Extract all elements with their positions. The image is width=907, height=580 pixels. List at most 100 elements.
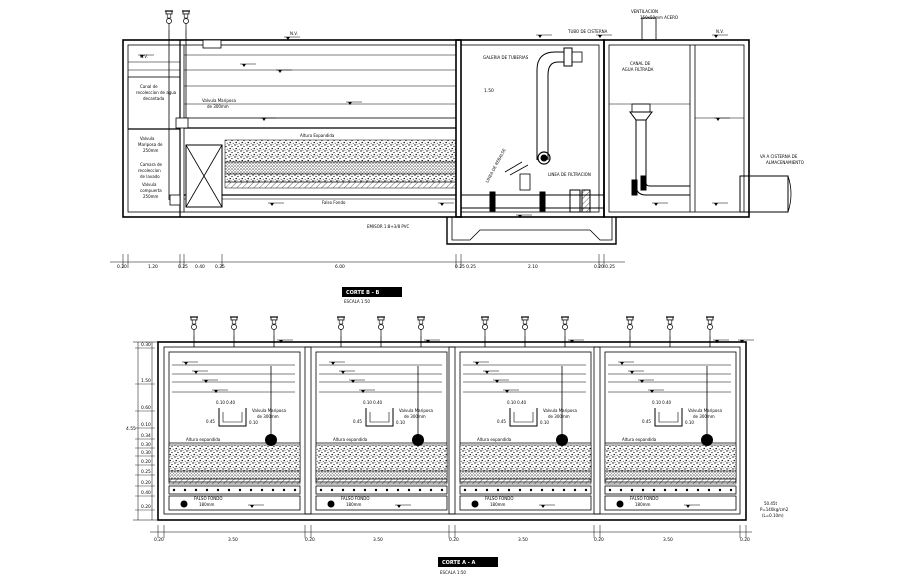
collection-trough-inner — [658, 412, 679, 423]
level-marker — [201, 379, 219, 384]
drain-pipe — [180, 500, 188, 508]
dim-045: 0.45 — [642, 419, 651, 424]
level-marker — [181, 361, 199, 366]
gallery-label: GALERIA DE TUBERIAS — [483, 55, 529, 60]
level-marker — [482, 370, 500, 375]
nozzle — [238, 488, 242, 492]
level-marker — [394, 504, 412, 509]
dim-top-7: 0.25 0.25 — [455, 264, 476, 270]
valve-label: Valvula Mariposa — [399, 408, 433, 413]
level-marker — [502, 389, 520, 394]
false-bottom-slab — [315, 485, 448, 495]
pressure-note: 50.45t P=140kg/cm2 (L=0.10m) — [737, 339, 789, 518]
nozzle — [385, 488, 389, 492]
filtered-canal-label-2: AGUA FILTRADA — [622, 67, 654, 72]
dim-045: 0.45 — [497, 419, 506, 424]
valve-3-label-c: 250mm — [143, 194, 159, 199]
level-marker — [191, 370, 209, 375]
false-bottom-label: FALSO FONDO — [630, 496, 659, 501]
section-a-title-text: CORTE A - A — [442, 560, 476, 566]
water-levels-top — [128, 54, 456, 105]
dim-top-9: 0.20 0.25 — [594, 264, 615, 270]
dim-gallery-h: 1.50 — [484, 88, 494, 94]
false-bottom-label: FALSO FONDO — [194, 496, 223, 501]
level-marker — [247, 504, 265, 509]
bottom-horizontal-dims — [150, 525, 752, 538]
false-bottom-slab — [604, 485, 737, 495]
pressure-label-2: P=140kg/cm2 — [760, 507, 789, 512]
chamber-label-2: recoleccion — [138, 168, 161, 173]
collection-trough-inner — [222, 412, 243, 423]
expanded-label: Altura expandida — [477, 437, 512, 442]
nozzle — [363, 488, 367, 492]
nozzle — [194, 488, 198, 492]
support-layer — [315, 478, 448, 485]
valve-1-label: Valvula Mariposa — [202, 98, 236, 103]
dim-top-2: 1.20 — [148, 264, 158, 270]
horizontal-dim-value: 3.50 — [373, 537, 383, 543]
vertical-dim-value: 0.10 — [141, 422, 151, 428]
level-marker — [647, 389, 665, 394]
false-bottom-slab — [168, 485, 301, 495]
valve-handwheel — [560, 316, 570, 337]
top-dimension-values: 0.20 1.20 0.25 0.40 0.25 6.00 0.25 0.25 … — [117, 88, 615, 270]
level-marker — [211, 389, 229, 394]
nozzle — [407, 488, 411, 492]
collection-trough-inner — [513, 412, 534, 423]
expanded-label: Altura expandida — [333, 437, 368, 442]
filter-walls — [122, 39, 462, 218]
emitter-label: EMISOR 1:8+3/8 PVC — [367, 224, 410, 229]
valve-1-size-label: de 300mm — [207, 104, 229, 109]
nozzle — [641, 488, 645, 492]
vertical-dim-value: 0.20 — [141, 480, 151, 486]
valve-label: Valvula Mariposa — [543, 408, 577, 413]
dim-total-height: 4.55 — [126, 426, 136, 432]
false-bottom-label: FALSO FONDO — [485, 496, 514, 501]
valve-handwheel — [336, 316, 346, 337]
nozzle — [685, 488, 689, 492]
nozzle — [696, 488, 700, 492]
dim-010: 0.10 — [396, 420, 405, 425]
notch-dims: 0.10 0.40 — [363, 400, 383, 405]
section-b-title: CORTE B - B ESCALA 1:50 — [342, 287, 402, 304]
main-pipe — [556, 434, 568, 446]
sand-layer — [604, 470, 737, 480]
filtered-water-canal — [603, 17, 792, 218]
collection-canal-label-2: recoleccion de agua — [136, 90, 177, 95]
pressure-label: 50.45t — [764, 501, 777, 506]
false-bottom-slab — [459, 485, 592, 495]
underdrain — [459, 495, 592, 511]
level-marker — [338, 370, 356, 375]
filtered-canal-label: CANAL DE — [630, 61, 651, 66]
drain-pipe — [327, 500, 335, 508]
vertical-dim-value: 0.40 — [141, 490, 151, 496]
collection-trough-inner — [369, 412, 390, 423]
cistern-pipe-label: TUBO DE CISTERNA — [567, 29, 608, 34]
top-dimension-line — [110, 254, 625, 268]
nv-label-2: N.V. — [290, 31, 298, 36]
nozzle — [663, 488, 667, 492]
valve-handwheel — [480, 316, 490, 337]
section-a-title: CORTE A - A ESCALA 1:50 — [438, 557, 498, 575]
section-b-b: VENTILACION 150x50mm ACERO TUBO DE CISTE… — [110, 9, 804, 304]
collection-trough — [218, 408, 247, 427]
false-bottom-size: 180mm — [635, 502, 651, 507]
valve-handwheel — [229, 316, 239, 337]
valve-handwheel — [416, 316, 426, 337]
dim-045: 0.45 — [206, 419, 215, 424]
nozzle — [260, 488, 264, 492]
nozzle — [352, 488, 356, 492]
nozzle — [652, 488, 656, 492]
dim-top-1: 0.20 — [117, 264, 127, 270]
level-marker — [617, 361, 635, 366]
drain-pipe — [616, 500, 624, 508]
level-marker — [538, 504, 556, 509]
bottom-walls — [157, 341, 747, 521]
horizontal-dim-value: 3.50 — [663, 537, 673, 543]
valve-2-label-c: 250mm — [143, 148, 159, 153]
horizontal-dim-value: 3.50 — [518, 537, 528, 543]
horizontal-dim-value: 0.20 — [305, 537, 315, 543]
nozzle — [293, 488, 297, 492]
